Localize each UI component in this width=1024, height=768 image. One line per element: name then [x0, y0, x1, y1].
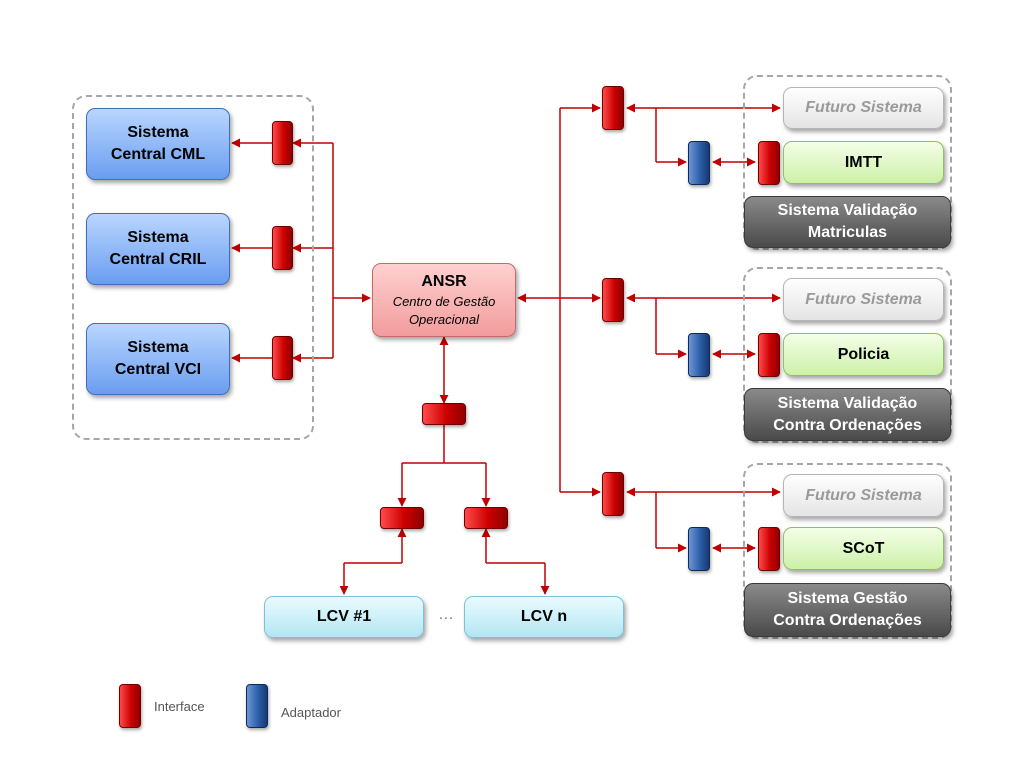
- policia-label: Policia: [837, 345, 890, 363]
- lcv-first-label: LCV #1: [316, 608, 372, 625]
- central-system-cml: Sistema Central CML: [86, 108, 230, 180]
- central-system-vci-line1: Sistema: [127, 339, 189, 356]
- lcv-ellipsis: …: [438, 606, 454, 623]
- interface-icon: [758, 141, 780, 185]
- adapter-icon: [688, 333, 710, 377]
- group-caption-3-line1: Sistema Gestão: [787, 590, 908, 607]
- central-system-vci-line2: Central VCI: [114, 361, 202, 378]
- right-group-2: [743, 267, 952, 443]
- scot-box: SCoT: [783, 527, 944, 570]
- central-system-cril-line2: Central CRIL: [109, 251, 207, 268]
- central-system-vci: Sistema Central VCI: [86, 323, 230, 395]
- interface-icon: [758, 527, 780, 571]
- interface-icon: [464, 507, 508, 529]
- lcv-first-box: LCV #1: [264, 596, 424, 638]
- interface-icon: [272, 226, 293, 270]
- interface-icon: [272, 121, 293, 165]
- ansr-title: ANSR: [421, 273, 467, 290]
- group-caption-1-line2: Matriculas: [807, 224, 888, 241]
- group-caption-3-line2: Contra Ordenações: [773, 612, 922, 629]
- group-caption-3: Sistema Gestão Contra Ordenações: [744, 583, 951, 637]
- interface-icon: [758, 333, 780, 377]
- central-system-cril-line1: Sistema: [127, 229, 189, 246]
- right-group-3: [743, 463, 952, 639]
- lcv-last-box: LCV n: [464, 596, 624, 638]
- lcv-last-label: LCV n: [520, 608, 568, 625]
- legend-interface-icon: [119, 684, 141, 728]
- future-system-box: Futuro Sistema: [783, 87, 944, 129]
- scot-label: SCoT: [842, 539, 885, 557]
- legend-adapter-label: Adaptador: [281, 705, 341, 720]
- interface-icon: [272, 336, 293, 380]
- ansr-box: ANSR Centro de Gestão Operacional: [372, 263, 516, 337]
- imtt-label: IMTT: [844, 153, 883, 171]
- future-system-box: Futuro Sistema: [783, 474, 944, 517]
- future-system-label: Futuro Sistema: [805, 486, 922, 504]
- imtt-box: IMTT: [783, 141, 944, 184]
- interface-icon: [602, 472, 624, 516]
- interface-icon: [422, 403, 466, 425]
- right-group-1: [743, 75, 952, 250]
- group-caption-2-line1: Sistema Validação: [777, 394, 918, 412]
- group-caption-1: Sistema Validação Matriculas: [744, 196, 951, 248]
- group-caption-1-line1: Sistema Validação: [777, 202, 918, 219]
- interface-icon: [380, 507, 424, 529]
- adapter-icon: [688, 141, 710, 185]
- adapter-icon: [688, 527, 710, 571]
- interface-icon: [602, 86, 624, 130]
- interface-icon: [602, 278, 624, 322]
- central-system-cml-line2: Central CML: [110, 146, 206, 163]
- legend-adapter-icon: [246, 684, 268, 728]
- ansr-subtitle-line1: Centro de Gestão: [392, 294, 496, 309]
- future-system-box: Futuro Sistema: [783, 278, 944, 321]
- central-system-cml-line1: Sistema: [127, 124, 189, 141]
- central-system-cril: Sistema Central CRIL: [86, 213, 230, 285]
- group-caption-2: Sistema Validação Contra Ordenações: [744, 388, 951, 441]
- ansr-subtitle-line2: Operacional: [408, 312, 480, 327]
- future-system-label: Futuro Sistema: [805, 290, 922, 308]
- legend-interface-label: Interface: [154, 699, 205, 714]
- policia-box: Policia: [783, 333, 944, 376]
- group-caption-2-line2: Contra Ordenações: [773, 416, 922, 434]
- future-system-label: Futuro Sistema: [805, 99, 922, 116]
- central-systems-group: [72, 95, 314, 440]
